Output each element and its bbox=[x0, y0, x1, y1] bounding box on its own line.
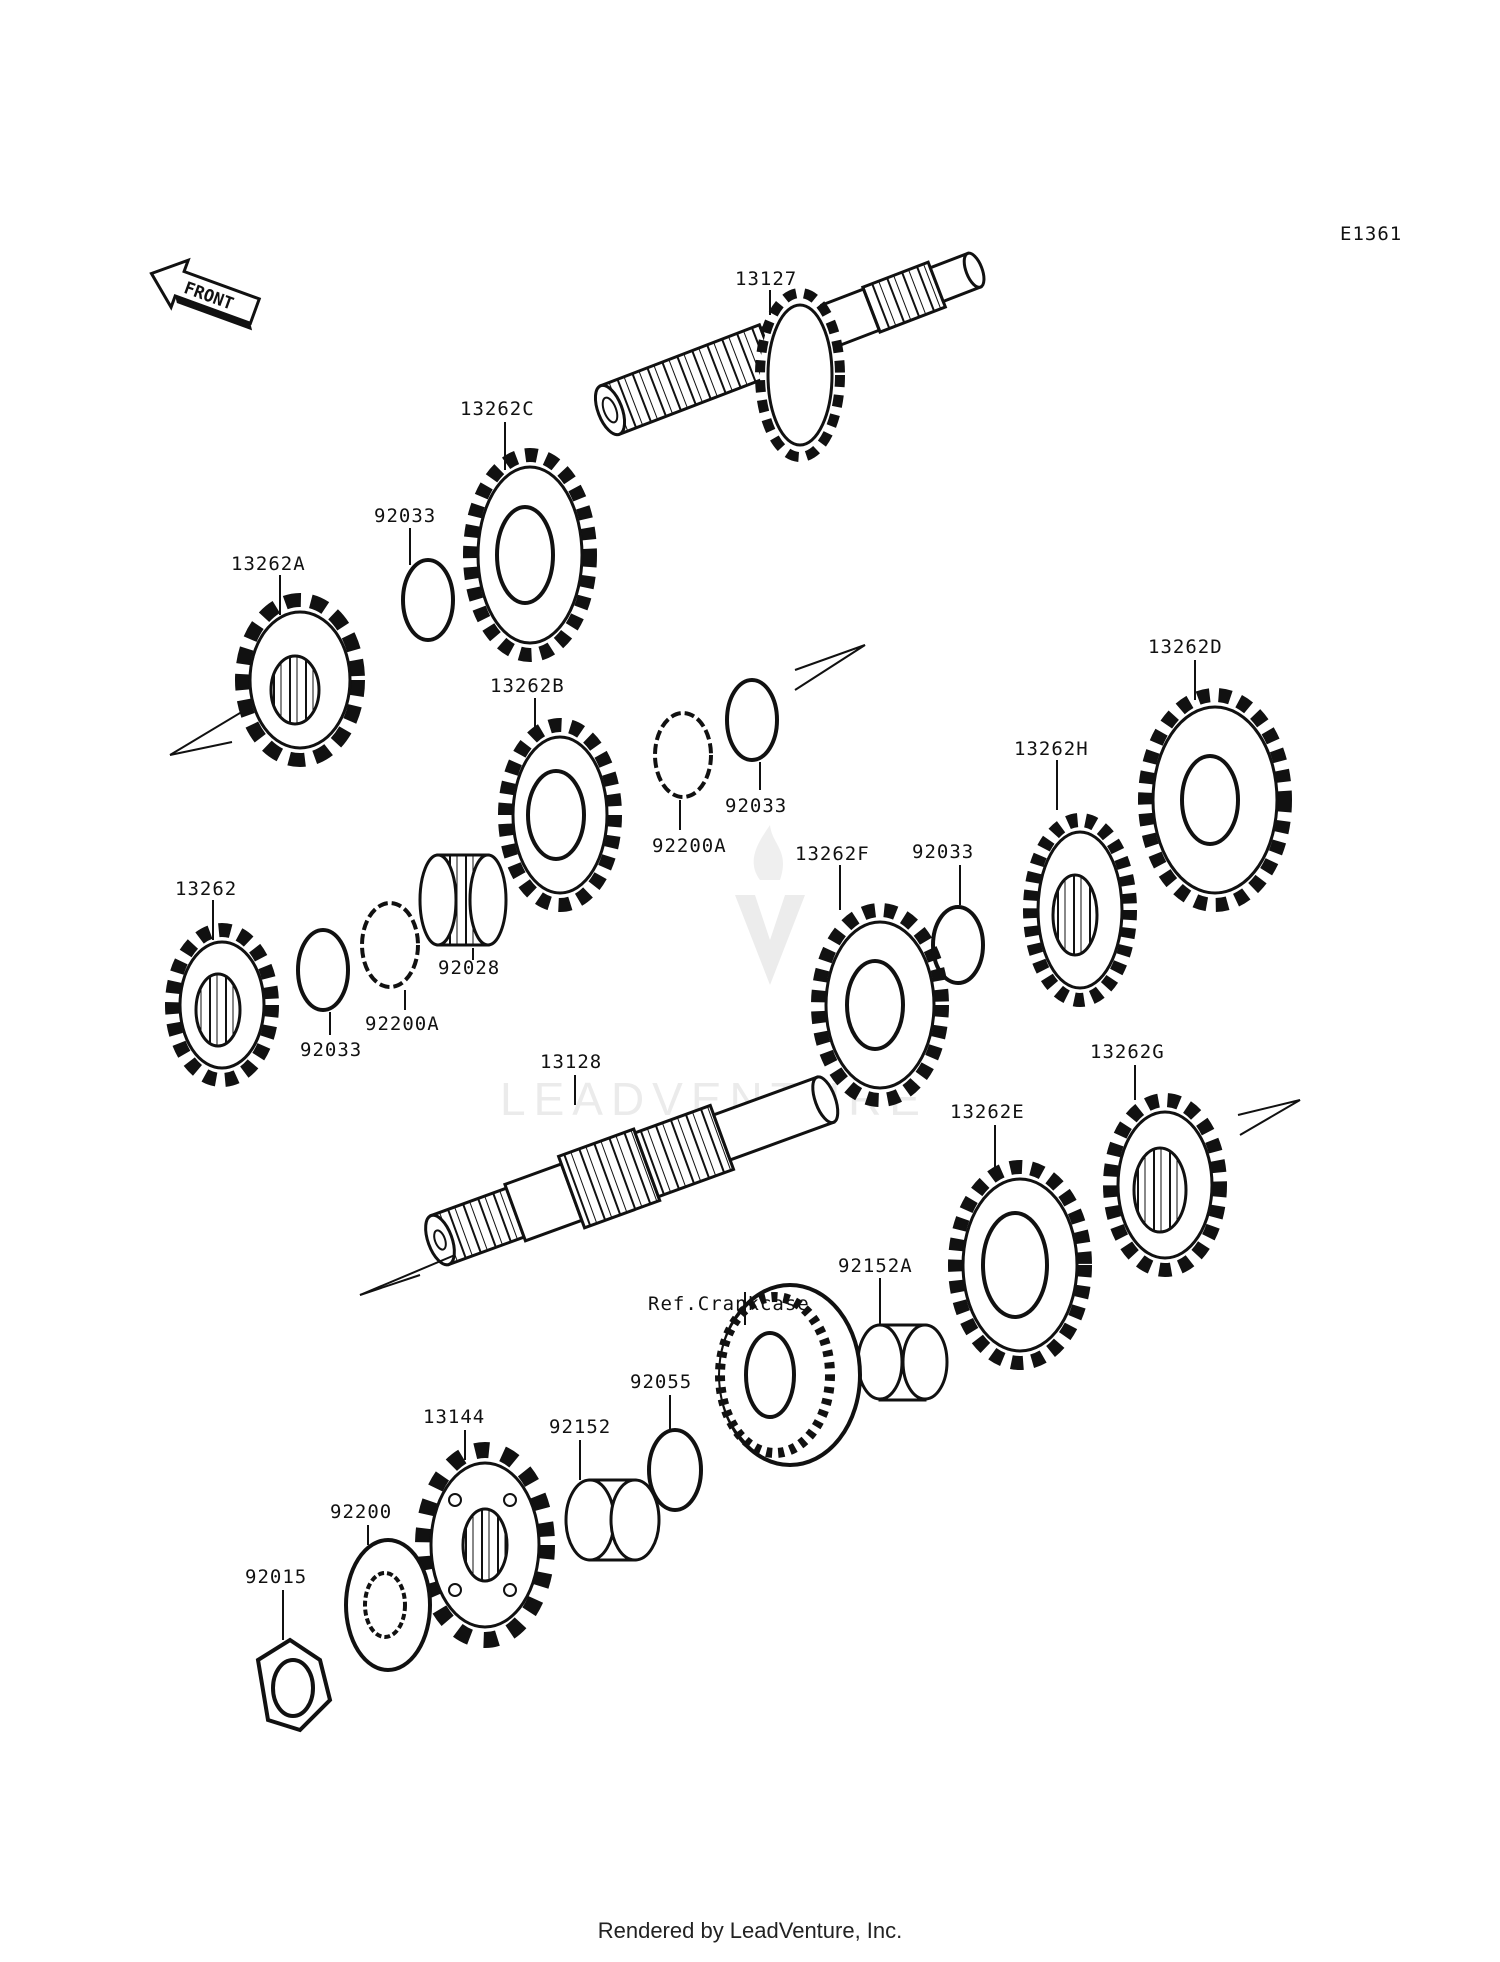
label-13127: 13127 bbox=[735, 268, 797, 290]
footer-credit: Rendered by LeadVenture, Inc. bbox=[597, 1918, 903, 1943]
label-13262G: 13262G bbox=[1090, 1041, 1165, 1063]
circlip-92033-upper bbox=[401, 558, 455, 642]
shaft-13128 bbox=[424, 1075, 840, 1267]
label-92152A: 92152A bbox=[838, 1255, 913, 1277]
label-92028: 92028 bbox=[438, 957, 500, 979]
ball-bearing-crankcase bbox=[715, 1283, 862, 1467]
label-13262D: 13262D bbox=[1148, 636, 1223, 658]
leader-lines bbox=[212, 290, 1196, 1640]
part-labels: 13127 13262C 92033 13262A 13262B 13262D … bbox=[175, 268, 1223, 1588]
circlip-92033-mid bbox=[931, 905, 985, 985]
label-92015: 92015 bbox=[245, 1566, 307, 1588]
label-92200A-left: 92200A bbox=[365, 1013, 440, 1035]
label-13262A: 13262A bbox=[231, 553, 306, 575]
nut-92015 bbox=[255, 1637, 333, 1733]
label-ref-crankcase: Ref.Crankcase bbox=[648, 1293, 810, 1315]
label-13262H: 13262H bbox=[1014, 738, 1089, 760]
gear-13262 bbox=[165, 923, 279, 1087]
gear-13262D bbox=[1138, 688, 1292, 912]
washer-92200A-left bbox=[360, 901, 420, 989]
gear-13262E bbox=[948, 1160, 1092, 1370]
gear-on-13127 bbox=[755, 288, 845, 462]
gear-13262G bbox=[1103, 1093, 1227, 1277]
label-92033-upper: 92033 bbox=[374, 505, 436, 527]
gear-13262H bbox=[1023, 813, 1137, 1007]
label-92055: 92055 bbox=[630, 1371, 692, 1393]
washer-92200 bbox=[344, 1538, 432, 1672]
label-13262F: 13262F bbox=[795, 843, 870, 865]
collar-92152 bbox=[564, 1478, 661, 1562]
label-92033-left: 92033 bbox=[300, 1039, 362, 1061]
label-92152: 92152 bbox=[549, 1416, 611, 1438]
label-13128: 13128 bbox=[540, 1051, 602, 1073]
bearing-92028 bbox=[418, 853, 508, 947]
gear-13262A bbox=[235, 593, 365, 767]
label-92033-right: 92033 bbox=[725, 795, 787, 817]
collar-92152A bbox=[856, 1323, 949, 1402]
front-arrow-icon: FRONT bbox=[149, 257, 262, 331]
label-92033-mid: 92033 bbox=[912, 841, 974, 863]
washer-92200A-right bbox=[653, 711, 713, 799]
sprocket-13144 bbox=[415, 1442, 555, 1648]
diagram-code: E1361 bbox=[1340, 223, 1402, 245]
circlip-92033-right bbox=[725, 678, 779, 762]
gear-13262C bbox=[463, 448, 597, 662]
gear-13262F bbox=[811, 903, 949, 1107]
label-13262E: 13262E bbox=[950, 1101, 1025, 1123]
o-ring-92055 bbox=[647, 1428, 703, 1512]
circlip-92033-left bbox=[296, 928, 350, 1012]
gear-13262B bbox=[498, 718, 622, 912]
label-92200: 92200 bbox=[330, 1501, 392, 1523]
label-92200A-right: 92200A bbox=[652, 835, 727, 857]
label-13144: 13144 bbox=[423, 1406, 485, 1428]
label-13262C: 13262C bbox=[460, 398, 535, 420]
label-13262: 13262 bbox=[175, 878, 237, 900]
label-13262B: 13262B bbox=[490, 675, 565, 697]
